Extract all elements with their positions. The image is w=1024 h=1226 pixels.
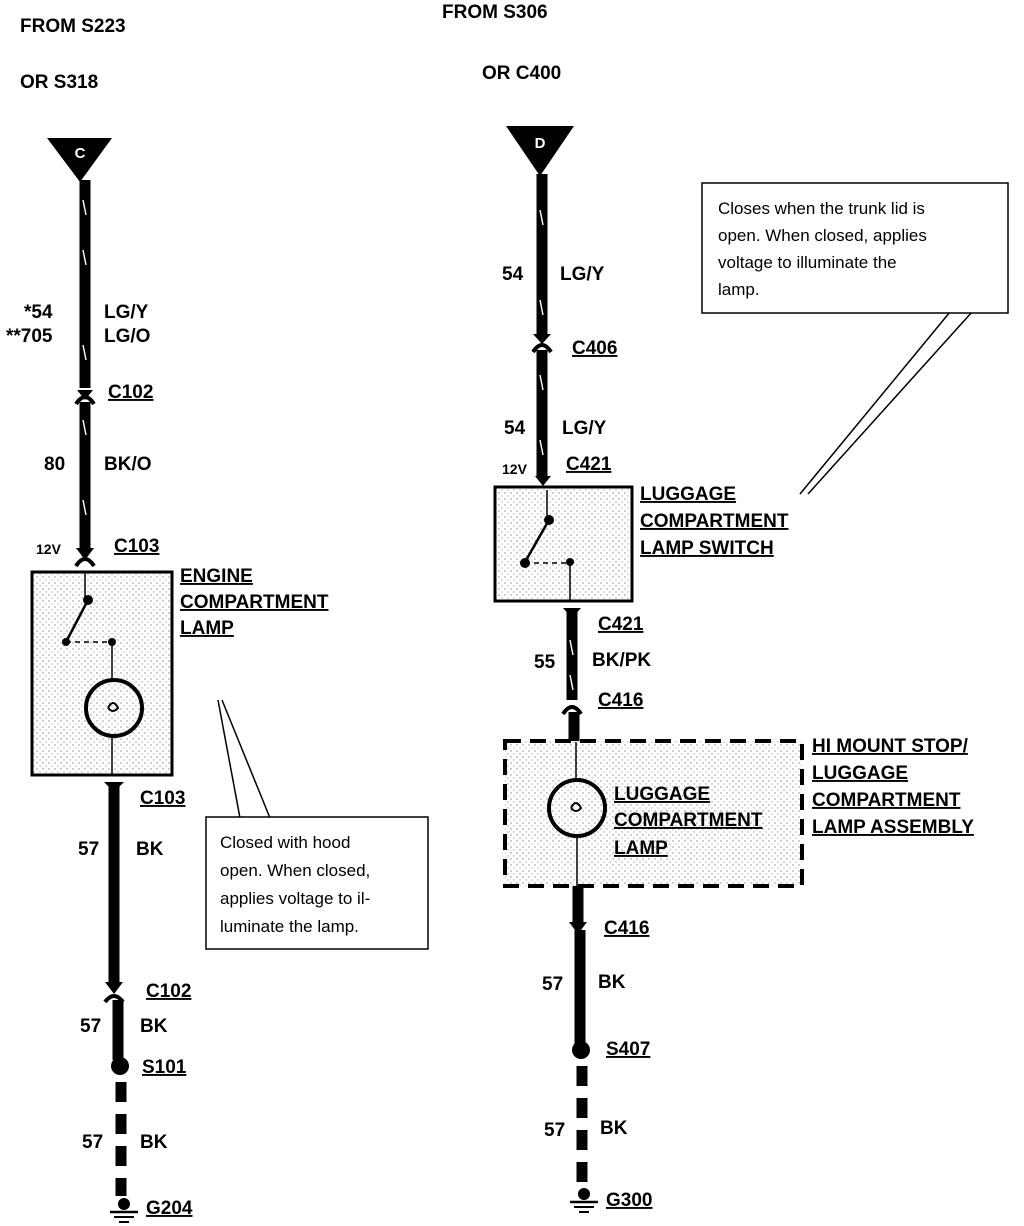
engine-lamp-line3: LAMP [180, 618, 234, 639]
right-wire3-color: BK/PK [592, 650, 651, 671]
left-wire4-circuit: 57 [80, 1016, 101, 1037]
right-splice-s407 [572, 1041, 590, 1059]
right-source-line2: OR C400 [482, 63, 561, 84]
right-voltage: 12V [502, 461, 528, 477]
right-c421-bottom-label: C421 [598, 614, 644, 635]
left-note-line4: luminate the lamp. [220, 917, 359, 936]
left-wire3-circuit: 57 [78, 839, 99, 860]
hi-mount-lamp-assembly-box [503, 739, 804, 888]
right-note-line4: lamp. [718, 280, 760, 299]
left-source-line1: FROM S223 [20, 16, 126, 37]
left-source-flag: C [47, 138, 112, 182]
left-note-line2: open. When closed, [220, 861, 370, 880]
engine-lamp-line1: ENGINE [180, 566, 253, 587]
left-wire1-circuit: *54 [24, 302, 53, 323]
left-c102-label: C102 [108, 382, 153, 403]
right-wire4-color: BK [598, 972, 626, 993]
right-wire4-circuit: 57 [542, 974, 563, 995]
left-connector-c102 [74, 390, 96, 406]
left-ground-icon [110, 1198, 138, 1223]
right-c416-top-label: C416 [598, 690, 643, 711]
left-wire5-circuit: 57 [82, 1132, 103, 1153]
right-wire1-circuit: 54 [502, 264, 524, 285]
right-note-line3: voltage to illuminate the [718, 253, 897, 272]
right-connector-c416-bottom [569, 922, 587, 934]
right-c406-label: C406 [572, 338, 617, 359]
left-connector-c103-top [74, 548, 96, 568]
left-wire5-color: BK [140, 1132, 168, 1153]
lamp-line3: LAMP [614, 838, 668, 859]
left-source-flag-letter: C [75, 145, 86, 162]
right-note-line1: Closes when the trunk lid is [718, 199, 925, 218]
left-wire1b-circuit: **705 [6, 326, 53, 347]
left-ground-label: G204 [146, 1198, 193, 1219]
engine-compartment-lamp-box [30, 570, 174, 777]
left-splice-label: S101 [142, 1057, 187, 1078]
assembly-line2: LUGGAGE [812, 763, 908, 784]
switch-line2: COMPARTMENT [640, 511, 789, 532]
left-note-line1: Closed with hood [220, 833, 350, 852]
left-wire1-color: LG/Y [104, 302, 149, 323]
engine-lamp-switch [64, 599, 90, 643]
luggage-lamp-switch-box [493, 485, 634, 603]
left-source-line2: OR S318 [20, 72, 98, 93]
assembly-line3: COMPARTMENT [812, 790, 961, 811]
engine-lamp-bulb-icon [84, 678, 144, 738]
left-circuit: FROM S223 OR S318 C *54 LG/Y **705 LG/O … [6, 16, 429, 1223]
left-wire1b-color: LG/O [104, 326, 150, 347]
lamp-line2: COMPARTMENT [614, 810, 763, 831]
right-wire2-color: LG/Y [562, 418, 607, 439]
left-note-line3: applies voltage to il- [220, 889, 370, 908]
right-source-flag-letter: D [535, 135, 546, 152]
right-callout-note [701, 182, 1009, 314]
assembly-line1: HI MOUNT STOP/ [812, 736, 969, 757]
right-ground-label: G300 [606, 1190, 652, 1211]
right-splice-label: S407 [606, 1039, 650, 1060]
luggage-switch-lever [523, 519, 551, 563]
left-callout-note [205, 816, 429, 950]
left-wire2-circuit: 80 [44, 454, 65, 475]
right-connector-c406 [531, 334, 553, 354]
left-wire4-color: BK [140, 1016, 168, 1037]
right-c421-top-label: C421 [566, 454, 612, 475]
left-voltage: 12V [36, 541, 62, 557]
left-wire3-color: BK [136, 839, 164, 860]
engine-lamp-line2: COMPARTMENT [180, 592, 329, 613]
left-c103-top-label: C103 [114, 536, 159, 557]
left-wire2-color: BK/O [104, 454, 152, 475]
right-wire1-color: LG/Y [560, 264, 605, 285]
assembly-line4: LAMP ASSEMBLY [812, 817, 974, 838]
lamp-line1: LUGGAGE [614, 784, 710, 805]
left-c102-bottom-label: C102 [146, 981, 191, 1002]
right-wire5-circuit: 57 [544, 1120, 565, 1141]
right-circuit: FROM S306 OR C400 D 54 LG/Y C406 54 LG/Y… [442, 2, 1009, 1213]
right-wire5-color: BK [600, 1118, 628, 1139]
switch-line3: LAMP SWITCH [640, 538, 774, 559]
right-source-flag: D [506, 126, 574, 176]
right-connector-c416-top [561, 705, 583, 716]
right-note-line2: open. When closed, applies [718, 226, 927, 245]
left-connector-c102-bottom [103, 982, 125, 1004]
right-source-line1: FROM S306 [442, 2, 548, 23]
right-connector-c421-top [535, 476, 551, 486]
switch-line1: LUGGAGE [640, 484, 736, 505]
right-c416-bottom-label: C416 [604, 918, 649, 939]
right-ground-icon [570, 1188, 598, 1213]
right-wire2-circuit: 54 [504, 418, 526, 439]
left-c103-bottom-label: C103 [140, 788, 185, 809]
left-splice-s101 [111, 1057, 129, 1075]
right-wire3-circuit: 55 [534, 652, 556, 673]
